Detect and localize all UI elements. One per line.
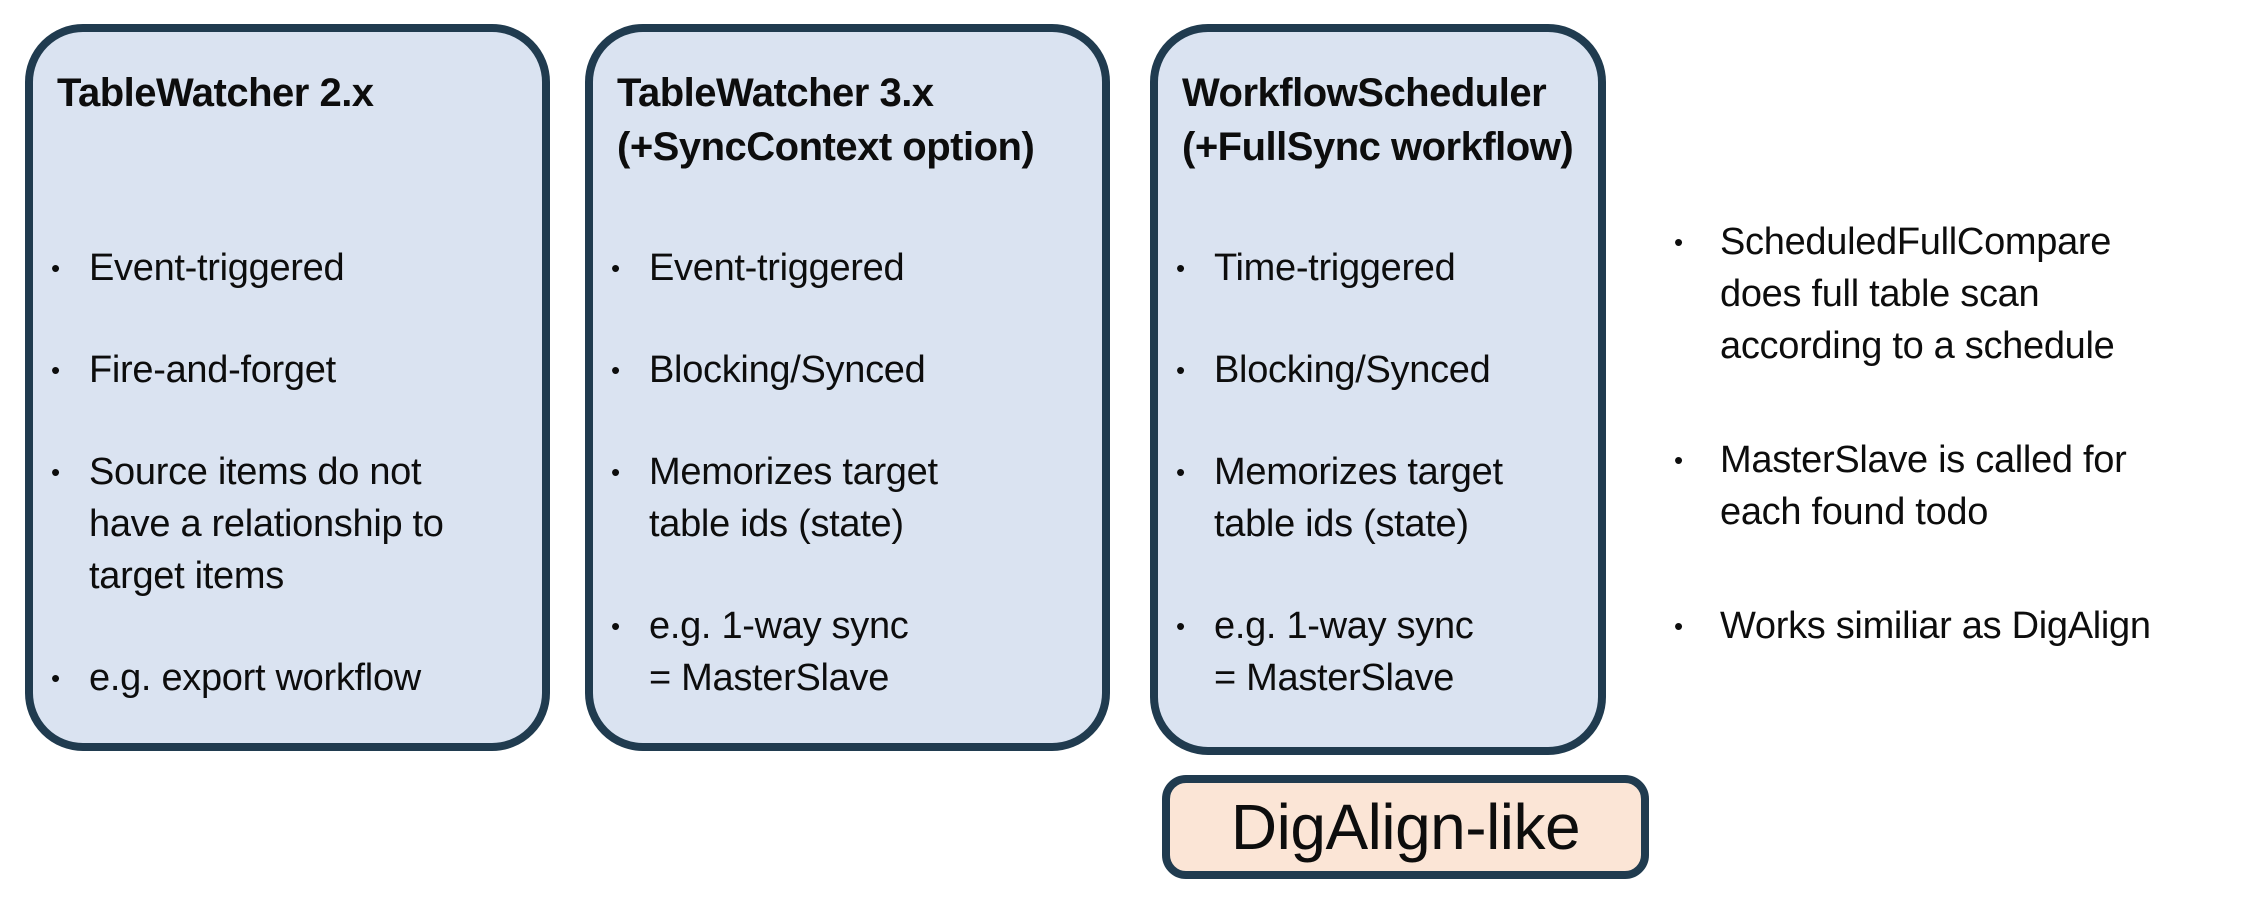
panel-title: TableWatcher 3.x (+SyncContext option) xyxy=(617,71,1035,169)
panel-bullet-list: • Event-triggered • Blocking/Synced • Me… xyxy=(607,242,1088,704)
bullet-icon: • xyxy=(51,457,61,487)
bullet-item: • Source items do not have a relationshi… xyxy=(47,446,528,602)
bullet-item: • Fire-and-forget xyxy=(47,344,528,396)
panel-tablewatcher-3x: TableWatcher 3.x (+SyncContext option) •… xyxy=(585,24,1110,751)
bullet-text: MasterSlave is called for each found tod… xyxy=(1720,439,2127,533)
panel-workflowscheduler: WorkflowScheduler (+FullSync workflow) •… xyxy=(1150,24,1606,755)
bullet-item: • Memorizes target table ids (state) xyxy=(1172,446,1584,550)
panel-title: TableWatcher 2.x xyxy=(57,71,374,115)
bullet-text: ScheduledFullCompare does full table sca… xyxy=(1720,221,2115,367)
bullet-item: • Memorizes target table ids (state) xyxy=(607,446,1088,550)
bullet-item: • MasterSlave is called for each found t… xyxy=(1670,434,2248,538)
bullet-icon: • xyxy=(1176,253,1186,283)
bullet-item: • Works similiar as DigAlign xyxy=(1670,600,2248,652)
bullet-item: • Event-triggered xyxy=(47,242,528,294)
bullet-icon: • xyxy=(611,355,621,385)
bullet-icon: • xyxy=(1176,611,1186,641)
bullet-icon: • xyxy=(51,663,61,693)
bullet-icon: • xyxy=(611,253,621,283)
bullet-text: Memorizes target table ids (state) xyxy=(1214,451,1503,545)
bullet-item: • Time-triggered xyxy=(1172,242,1584,294)
bullet-icon: • xyxy=(51,355,61,385)
bullet-item: • e.g. 1-way sync = MasterSlave xyxy=(1172,600,1584,704)
bullet-icon: • xyxy=(1674,445,1684,475)
side-notes-list: • ScheduledFullCompare does full table s… xyxy=(1670,216,2248,714)
panel-title: WorkflowScheduler (+FullSync workflow) xyxy=(1182,71,1574,169)
digalign-like-label: DigAlign-like xyxy=(1230,791,1581,863)
bullet-text: Works similiar as DigAlign xyxy=(1720,605,2151,647)
panel-tablewatcher-2x: TableWatcher 2.x • Event-triggered • Fir… xyxy=(25,24,550,751)
bullet-item: • Blocking/Synced xyxy=(1172,344,1584,396)
bullet-icon: • xyxy=(611,457,621,487)
bullet-icon: • xyxy=(611,611,621,641)
bullet-icon: • xyxy=(1674,611,1684,641)
bullet-text: Source items do not have a relationship … xyxy=(89,451,444,597)
bullet-text: Fire-and-forget xyxy=(89,349,336,391)
bullet-icon: • xyxy=(51,253,61,283)
bullet-item: • Event-triggered xyxy=(607,242,1088,294)
bullet-item: • ScheduledFullCompare does full table s… xyxy=(1670,216,2248,372)
bullet-text: Event-triggered xyxy=(89,247,345,289)
bullet-icon: • xyxy=(1674,227,1684,257)
bullet-text: Memorizes target table ids (state) xyxy=(649,451,938,545)
bullet-item: • e.g. export workflow xyxy=(47,652,528,704)
bullet-text: Event-triggered xyxy=(649,247,905,289)
panel-bullet-list: • Time-triggered • Blocking/Synced • Mem… xyxy=(1172,242,1584,704)
bullet-item: • Blocking/Synced xyxy=(607,344,1088,396)
digalign-like-tag: DigAlign-like xyxy=(1162,775,1649,879)
panel-bullet-list: • Event-triggered • Fire-and-forget • So… xyxy=(47,242,528,704)
bullet-text: Blocking/Synced xyxy=(649,349,926,391)
bullet-icon: • xyxy=(1176,355,1186,385)
bullet-text: Time-triggered xyxy=(1214,247,1456,289)
bullet-text: e.g. 1-way sync = MasterSlave xyxy=(649,605,909,699)
bullet-icon: • xyxy=(1176,457,1186,487)
bullet-text: e.g. export workflow xyxy=(89,657,421,699)
bullet-item: • e.g. 1-way sync = MasterSlave xyxy=(607,600,1088,704)
bullet-text: e.g. 1-way sync = MasterSlave xyxy=(1214,605,1474,699)
bullet-text: Blocking/Synced xyxy=(1214,349,1491,391)
